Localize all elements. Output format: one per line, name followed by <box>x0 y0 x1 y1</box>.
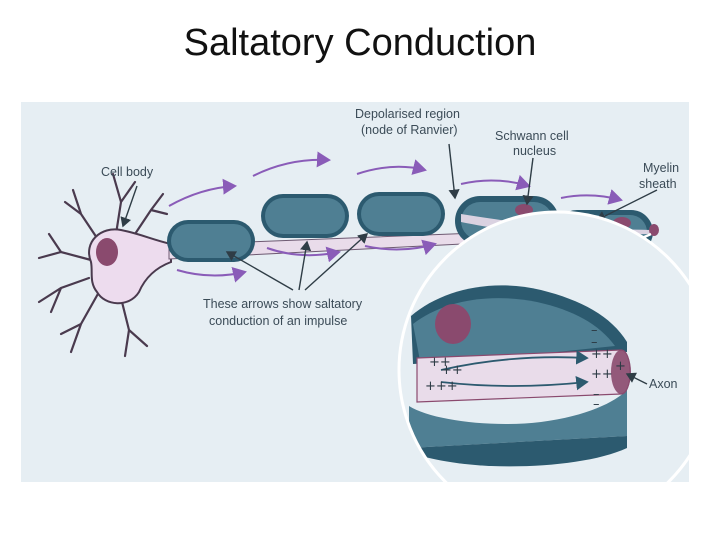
diagram-canvas: Depolarised region (node of Ranvier) Sch… <box>21 102 689 482</box>
charge-left-top: ++ <box>429 355 451 370</box>
label-pointers <box>120 143 658 291</box>
slide-title: Saltatory Conduction <box>183 22 537 64</box>
charge-right-top: ++ <box>591 347 613 362</box>
label-axon: Axon <box>649 377 678 391</box>
axon-terminal <box>649 224 659 236</box>
saltatory-arrows <box>168 151 629 283</box>
label-myelin-2: sheath <box>639 177 677 191</box>
cell-body-nucleus <box>96 238 118 266</box>
axon-pointer <box>625 372 648 385</box>
charge-minus-2: – <box>591 335 598 350</box>
saltatory-conduction-diagram: Depolarised region (node of Ranvier) Sch… <box>21 102 689 482</box>
label-arrows-2: conduction of an impulse <box>209 314 347 328</box>
charge-minus-1: – <box>591 323 598 338</box>
label-depolarised-1: Depolarised region <box>355 107 460 121</box>
label-schwann-2: nucleus <box>513 144 556 158</box>
label-cell-body: Cell body <box>101 165 154 179</box>
callout-schwann-nucleus <box>435 304 471 344</box>
callout-outline <box>397 210 689 482</box>
label-depolarised-2: (node of Ranvier) <box>361 123 458 137</box>
charge-left-bottom: +++ <box>425 379 458 394</box>
label-arrows-1: These arrows show saltatory <box>203 297 363 311</box>
label-myelin-1: Myelin <box>643 161 679 175</box>
magnified-callout: ++ ++ +++ ++ ++ + – – – – <box>397 210 689 482</box>
charge-minus-4: – <box>593 397 600 412</box>
callout-current-arrows <box>440 350 589 391</box>
charge-right-mid: ++ <box>591 367 613 382</box>
charge-minus-3: – <box>593 387 600 402</box>
label-schwann-1: Schwann cell <box>495 129 569 143</box>
schwann-nucleus-1 <box>515 204 533 216</box>
charge-left-top-2: ++ <box>441 363 463 378</box>
charge-right-bottom: + <box>615 359 626 374</box>
dendrites <box>37 172 169 358</box>
